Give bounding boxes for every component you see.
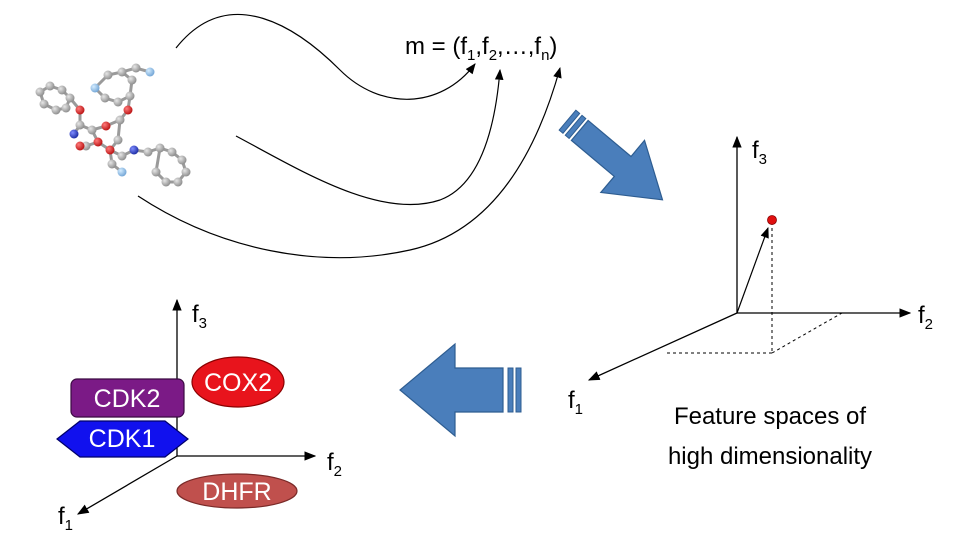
projection-guides [667,222,843,354]
mapping-back-arrow [399,342,522,438]
molecule-atoms [35,63,191,187]
target-cdk2-label: CDK2 [94,385,161,413]
target-cdk2: CDK2 [70,378,185,418]
feature-space-caption-line1: Feature spaces of [674,403,866,430]
feature-axis-f1 [587,312,738,381]
mapping-arrows [137,13,562,259]
projection-arrow [558,109,664,201]
target-cox2: COX2 [191,356,285,408]
feature-space-caption-line2: high dimensionality [668,443,872,470]
molecule-structure [35,63,191,187]
mapping-arrow-fn [137,66,562,259]
feature-axis-label-f3: f3 [752,137,767,168]
feature-space-axes: f3 f2 f1 Feature spaces of high dimensio… [568,135,933,470]
feature-axis-label-f1: f1 [568,387,583,418]
target-axis-label-f2: f2 [327,449,342,480]
target-dhfr: DHFR [176,473,298,509]
molecule-vector [736,226,769,314]
feature-axis-label-f2: f2 [918,302,933,333]
target-axis-f1 [76,455,178,515]
target-cdk1: CDK1 [56,420,189,458]
mapping-arrow-f1 [175,13,476,100]
feature-vector-formula: m = (f1,f2,…,fn) [405,33,557,64]
target-axis-label-f3: f3 [192,301,207,332]
mapping-arrow-f2 [235,68,504,206]
molecule-point [767,215,777,225]
target-cdk1-label: CDK1 [89,425,156,453]
target-cox2-label: COX2 [204,369,272,397]
target-dhfr-label: DHFR [202,478,271,506]
target-axis-label-f1: f1 [58,503,73,534]
